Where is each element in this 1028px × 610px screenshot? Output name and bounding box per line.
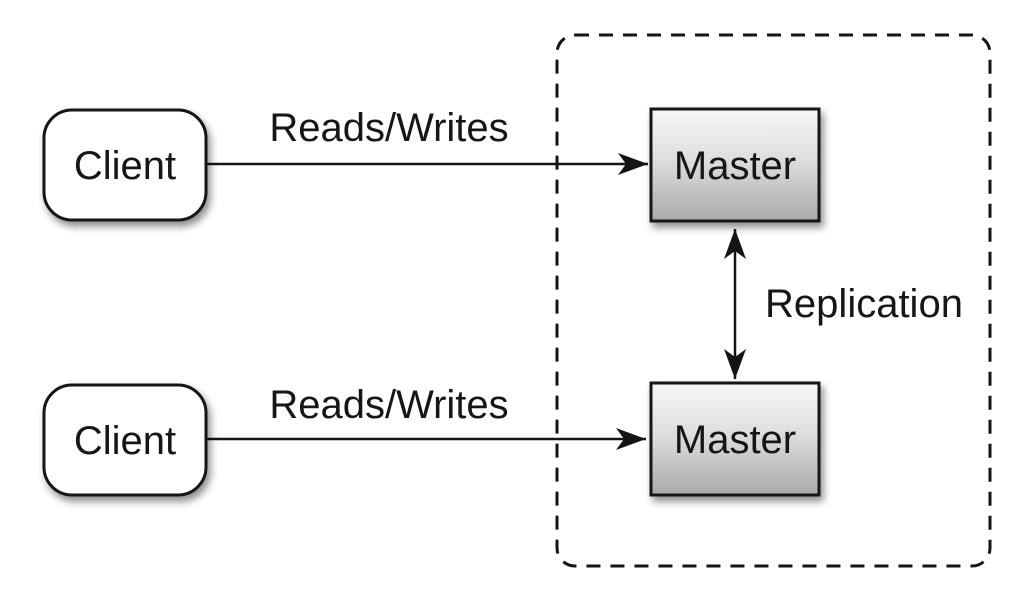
client-node-2 (42, 383, 208, 497)
client-label-1: Client (74, 144, 176, 188)
client-node-1 (42, 108, 208, 222)
reads-writes-label-1: Reads/Writes (269, 106, 508, 150)
masters-group-border (555, 33, 992, 568)
master-node-1 (649, 107, 821, 223)
master-node-2 (649, 381, 821, 497)
replication-label: Replication (765, 282, 963, 326)
master-label-1: Master (674, 144, 796, 188)
master-label-2: Master (674, 418, 796, 462)
reads-writes-label-2: Reads/Writes (269, 383, 508, 427)
client-label-2: Client (74, 419, 176, 463)
